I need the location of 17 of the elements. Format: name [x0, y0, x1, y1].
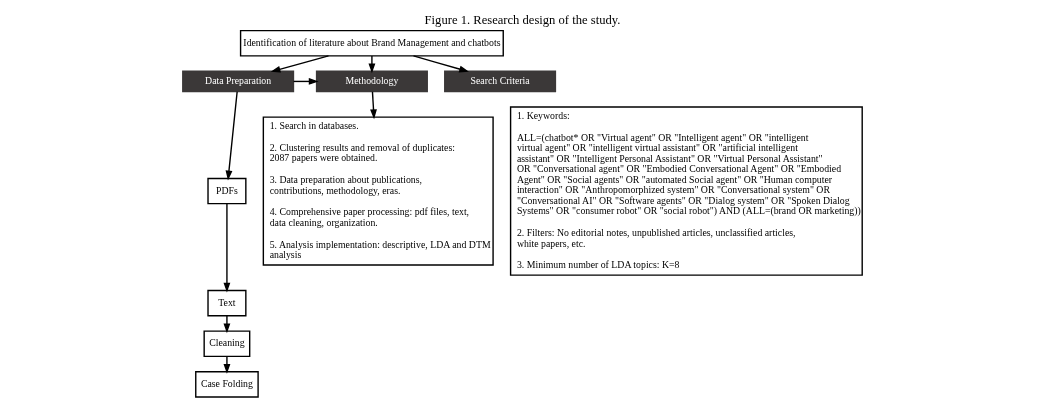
node-box: Data Preparation: [182, 70, 295, 93]
arrow: [223, 315, 231, 334]
arrow: [368, 55, 376, 74]
node-box: Case Folding: [195, 371, 259, 398]
arrow: [223, 355, 231, 374]
node-box: Cleaning: [203, 330, 251, 358]
diagram-title: Figure 1. Research design of the study.: [424, 12, 621, 27]
arrow: [370, 91, 377, 120]
node-box: PDFs: [207, 177, 247, 205]
node-box: 1. Search in databases. 2. Clustering results and removal of duplicates: 2087 papers were obtained. 3. Data preparation about publications, contributions, methodology, eras. 4. Comprehensive paper processing: pdf files, text, data cleaning, organization. 5. Analysis implementation: descriptive, LDA and DTM analysis: [262, 116, 494, 266]
node-box: 1. Keywords: ALL=(chatbot* OR "Virtual agent" OR "Intelligent agent" OR "intelligent virtual agent" OR "intelligent virtual assistant" OR "artificial intelligent assistant" OR "Intelligent Personal Assistant" OR "Virtual Personal Assistant" OR "Conversational agent" OR "Embodied Conversational Agent" OR "Embodied Agent" OR "Social agents" OR "automated Social agent" OR "Human computer interaction" OR "Anthropomorphized system" OR "Conversational system" OR "Conversational AI" OR "Software agents" OR "Dialog system" OR "Spoken Dialog Systems" OR "consumer robot" OR "social robot") AND (ALL=(brand OR marketing)) 2. Filters: No editorial notes, unpublished articles, unclassified articles, white papers, etc. 3. Minimum number of LDA topics: K=8: [509, 106, 863, 276]
arrow: [223, 203, 231, 293]
node-box: Methodology: [315, 70, 428, 93]
node-box: Identification of literature about Brand Management and chatbots: [239, 29, 504, 57]
node-box: Search Criteria: [444, 70, 557, 93]
node-box: Text: [207, 289, 247, 317]
arrow: [225, 91, 238, 181]
